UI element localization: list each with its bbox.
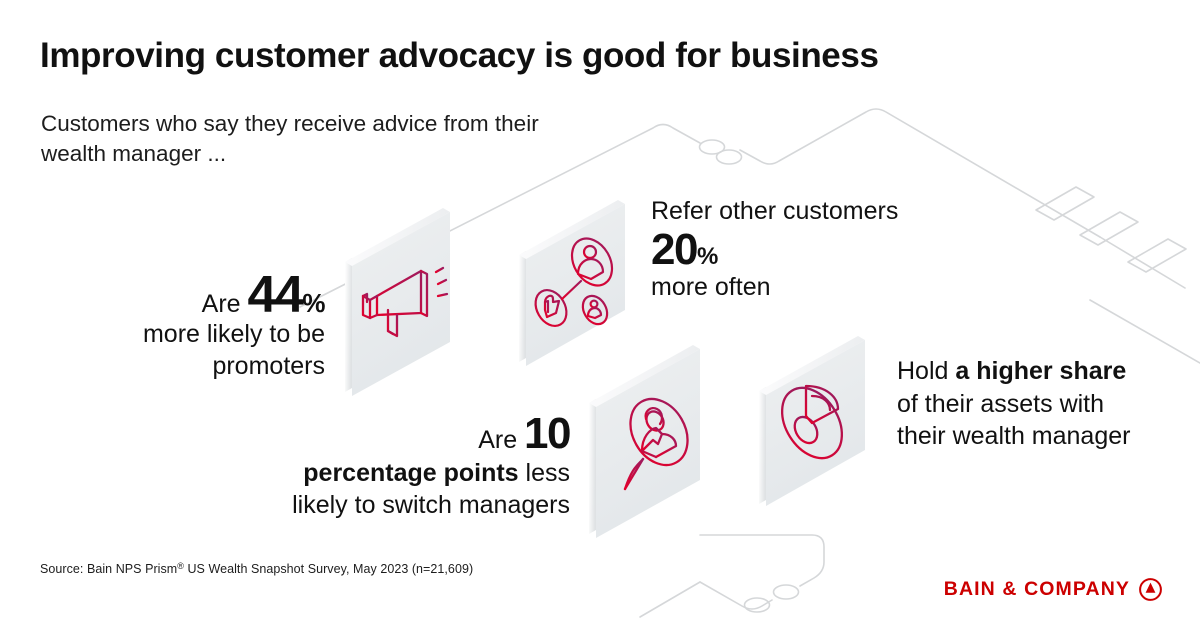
bain-circle-wedge-icon xyxy=(1139,578,1162,601)
magnifier-person-icon xyxy=(623,397,689,491)
stat-assets: Hold a higher share of their assets with… xyxy=(897,355,1187,453)
deco-path-upper-left xyxy=(299,123,701,308)
stat-switch-line3: likely to switch managers xyxy=(292,491,570,519)
tile-promoters-side xyxy=(345,258,352,392)
tile-promoters xyxy=(345,208,450,396)
source-note: Source: Bain NPS Prism® US Wealth Snapsh… xyxy=(40,561,473,576)
tile-switch-top xyxy=(589,345,700,407)
referral-network-icon xyxy=(534,237,614,327)
tile-refer-top xyxy=(519,200,625,259)
tile-assets-face xyxy=(766,340,865,506)
deco-path-lower-mid xyxy=(699,581,773,610)
source-prefix: Source: Bain NPS Prism xyxy=(40,561,178,576)
stat-assets-line2: of their assets with xyxy=(897,389,1105,418)
deco-node-1 xyxy=(698,139,726,155)
stat-promoters-line3: promoters xyxy=(212,352,325,381)
deco-bar-2 xyxy=(1079,211,1139,246)
deco-node-2 xyxy=(715,149,743,165)
stat-assets-line1-bold: a higher share xyxy=(955,357,1127,385)
tile-promoters-face xyxy=(352,212,450,396)
stat-refer-unit: % xyxy=(696,242,718,270)
page-title: Improving customer advocacy is good for … xyxy=(40,36,879,75)
stat-switch-value: 10 xyxy=(524,409,571,458)
pie-chart-icon xyxy=(780,384,844,460)
deco-path-upper-tail xyxy=(1099,236,1186,289)
deco-node-3 xyxy=(772,584,800,600)
stat-switch: Are 10 percentage points less likely to … xyxy=(258,409,571,522)
stat-switch-line2-bold: percentage points xyxy=(303,458,519,487)
tile-switch-side xyxy=(589,399,596,534)
tile-assets-side xyxy=(759,387,766,504)
deco-path-upper-right xyxy=(739,108,1101,238)
stat-refer-value: 20 xyxy=(651,224,698,274)
source-suffix: US Wealth Snapshot Survey, May 2023 (n=2… xyxy=(183,561,474,576)
deco-node-4 xyxy=(743,597,771,613)
stat-refer: Refer other customers 20% more often xyxy=(651,196,981,303)
stat-assets-line3: their wealth manager xyxy=(897,422,1131,450)
tile-refer-side xyxy=(519,251,526,362)
bain-logo: BAIN & COMPANY xyxy=(944,578,1162,601)
stat-promoters-unit: % xyxy=(302,288,325,318)
stat-promoters: Are 44% more likely to be promoters xyxy=(60,269,326,382)
megaphone-icon xyxy=(361,266,449,338)
subtitle: Customers who say they receive advice fr… xyxy=(41,111,539,166)
tile-promoters-top xyxy=(345,208,450,266)
tile-refer xyxy=(519,200,625,366)
stat-refer-line3: more often xyxy=(651,272,771,301)
stat-promoters-prefix: Are xyxy=(201,290,241,318)
tile-switch xyxy=(589,345,700,538)
deco-path-right-lower xyxy=(1089,299,1200,364)
tile-assets-top xyxy=(759,336,865,395)
registered-mark: ® xyxy=(177,561,184,571)
deco-path-lower-left xyxy=(639,581,701,618)
tile-assets xyxy=(759,336,865,506)
deco-bar-1 xyxy=(1035,186,1095,221)
stat-promoters-line2: more likely to be xyxy=(142,320,325,349)
deco-path-lower-right xyxy=(699,534,825,587)
stat-switch-prefix: Are xyxy=(478,426,518,454)
stat-switch-line2-rest: less xyxy=(518,458,570,487)
stat-assets-line1-rest: Hold xyxy=(897,357,956,385)
deco-bar-3 xyxy=(1127,238,1187,273)
stat-promoters-value: 44 xyxy=(247,266,304,324)
bain-wordmark: BAIN & COMPANY xyxy=(943,577,1130,600)
stat-refer-line1: Refer other customers xyxy=(651,197,899,225)
